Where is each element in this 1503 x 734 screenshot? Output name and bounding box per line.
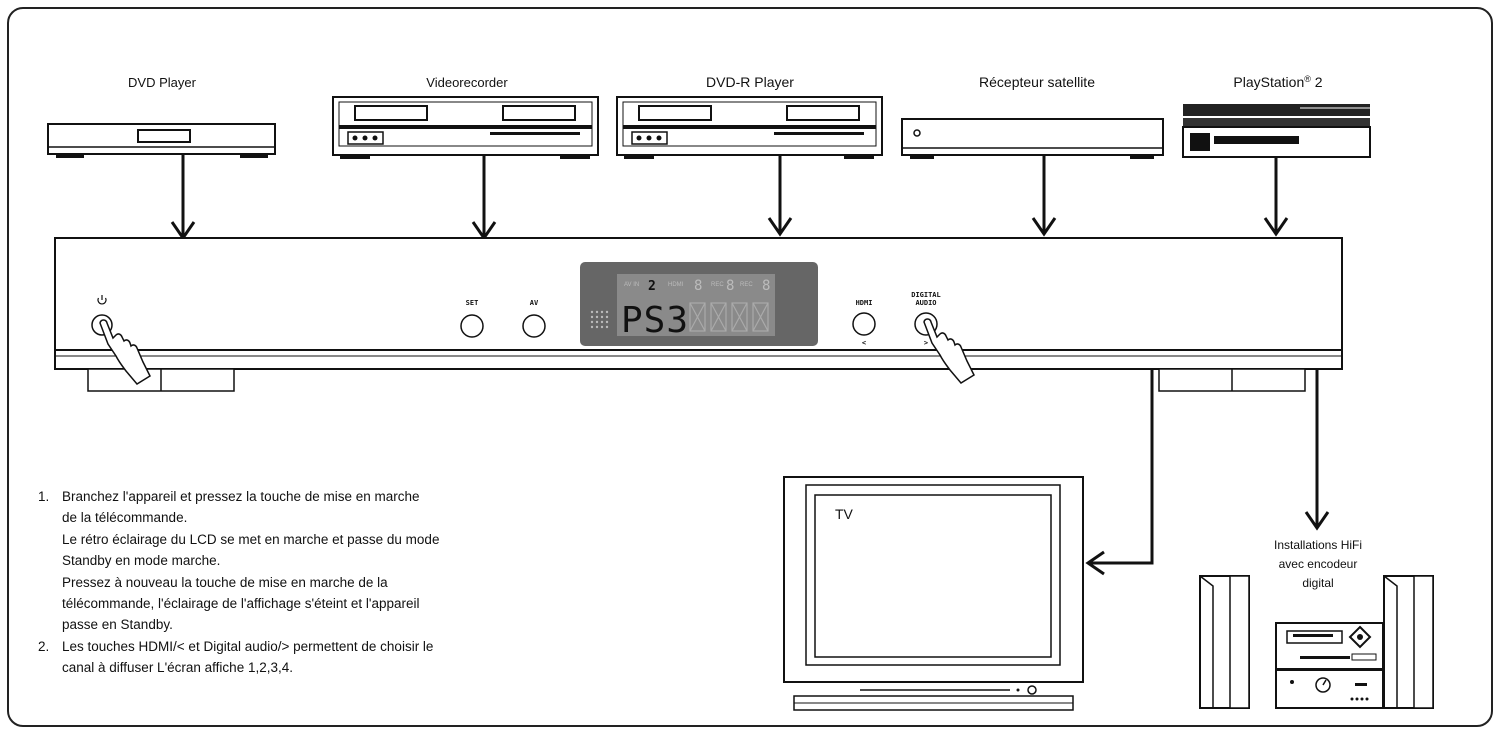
lcd-seg-avin: AV IN [624, 282, 639, 288]
lcd-main-text: PS3 [621, 300, 689, 341]
hand-pointer-icon-2 [923, 318, 975, 384]
label-videorecorder: Videorecorder [426, 75, 508, 90]
step-1-line-7: passe en Standby. [62, 617, 173, 633]
power-icon [97, 295, 107, 305]
svg-text:8: 8 [694, 278, 702, 294]
instruction-step-1: 1. Branchez l'appareil et pressez la tou… [38, 486, 658, 636]
diagram-frame [7, 7, 1493, 727]
step-1-line-3: Le rétro éclairage du LCD se met en marc… [62, 531, 440, 547]
hifi-label-line3: digital [1302, 576, 1334, 590]
output-arrows [1085, 369, 1330, 576]
playstation2-device [1182, 104, 1371, 158]
step-2-number: 2. [38, 638, 50, 654]
set-button-label: SET [466, 299, 479, 307]
ps2-name: PlayStation [1233, 74, 1305, 90]
label-satellite-receiver: Récepteur satellite [979, 74, 1095, 90]
step-1-line-1: Branchez l'appareil et pressez la touche… [62, 489, 420, 504]
hifi-label-line1: Installations HiFi [1273, 538, 1363, 552]
instruction-list: 1. Branchez l'appareil et pressez la tou… [38, 486, 658, 679]
hdmi-button-label: HDMI [856, 299, 873, 307]
ps2-registered-mark: ® [1304, 74, 1311, 84]
lcd-speaker-grille [590, 310, 609, 329]
av-button[interactable] [522, 314, 546, 338]
step-1-line-4: Standby en mode marche. [62, 553, 221, 569]
digital-label-line1: DIGITAL [911, 291, 941, 299]
svg-text:8: 8 [726, 278, 734, 294]
hdmi-arrow-label: < [862, 339, 866, 347]
label-playstation-2: PlayStation® 2 [1233, 74, 1322, 90]
satellite-receiver-device [901, 118, 1164, 159]
dvdr-player-device [616, 96, 883, 159]
av-button-label: AV [530, 299, 539, 307]
step-2-line-2: canal à diffuser L'écran affiche 1,2,3,4… [62, 660, 293, 676]
label-dvd-player: DVD Player [128, 75, 196, 90]
step-1-line-2: de la télécommande. [62, 510, 188, 526]
instruction-step-2: 2. Les touches HDMI/< et Digital audio/>… [38, 636, 658, 679]
step-1-line-6: télécommande, l'éclairage de l'affichage… [62, 596, 420, 612]
lcd-seg-rec2: REC [740, 282, 753, 288]
ps2-number: 2 [1310, 74, 1323, 90]
step-2-line-1: Les touches HDMI/< et Digital audio/> pe… [62, 638, 434, 654]
tv-device [783, 476, 1084, 711]
lcd-display: AV IN 2 HDMI REC REC 8 8 8 PS3 [580, 262, 818, 346]
hand-pointer-icon [99, 319, 151, 385]
digital-label-line2: AUDIO [915, 299, 936, 307]
svg-text:8: 8 [762, 278, 770, 294]
source-arrows [170, 154, 1289, 241]
dvd-player-device [47, 123, 276, 158]
tv-label: TV [835, 506, 853, 522]
step-1-line-5: Pressez à nouveau la touche de mise en m… [62, 574, 388, 590]
step-1-number: 1. [38, 489, 50, 504]
lcd-seg-rec1: REC [711, 282, 724, 288]
set-button[interactable] [460, 314, 484, 338]
label-dvdr-player: DVD-R Player [706, 74, 794, 90]
digital-arrow-label: > [924, 339, 928, 347]
hifi-system-device [1199, 575, 1434, 709]
videorecorder-device [332, 96, 599, 159]
lcd-top-digit: 2 [648, 279, 656, 294]
lcd-seg-hdmi: HDMI [668, 282, 684, 288]
hifi-label-line2: avec encodeur [1278, 557, 1358, 571]
hifi-label: Installations HiFi avec encodeur digital [1274, 536, 1362, 593]
hdmi-button[interactable] [852, 312, 876, 336]
